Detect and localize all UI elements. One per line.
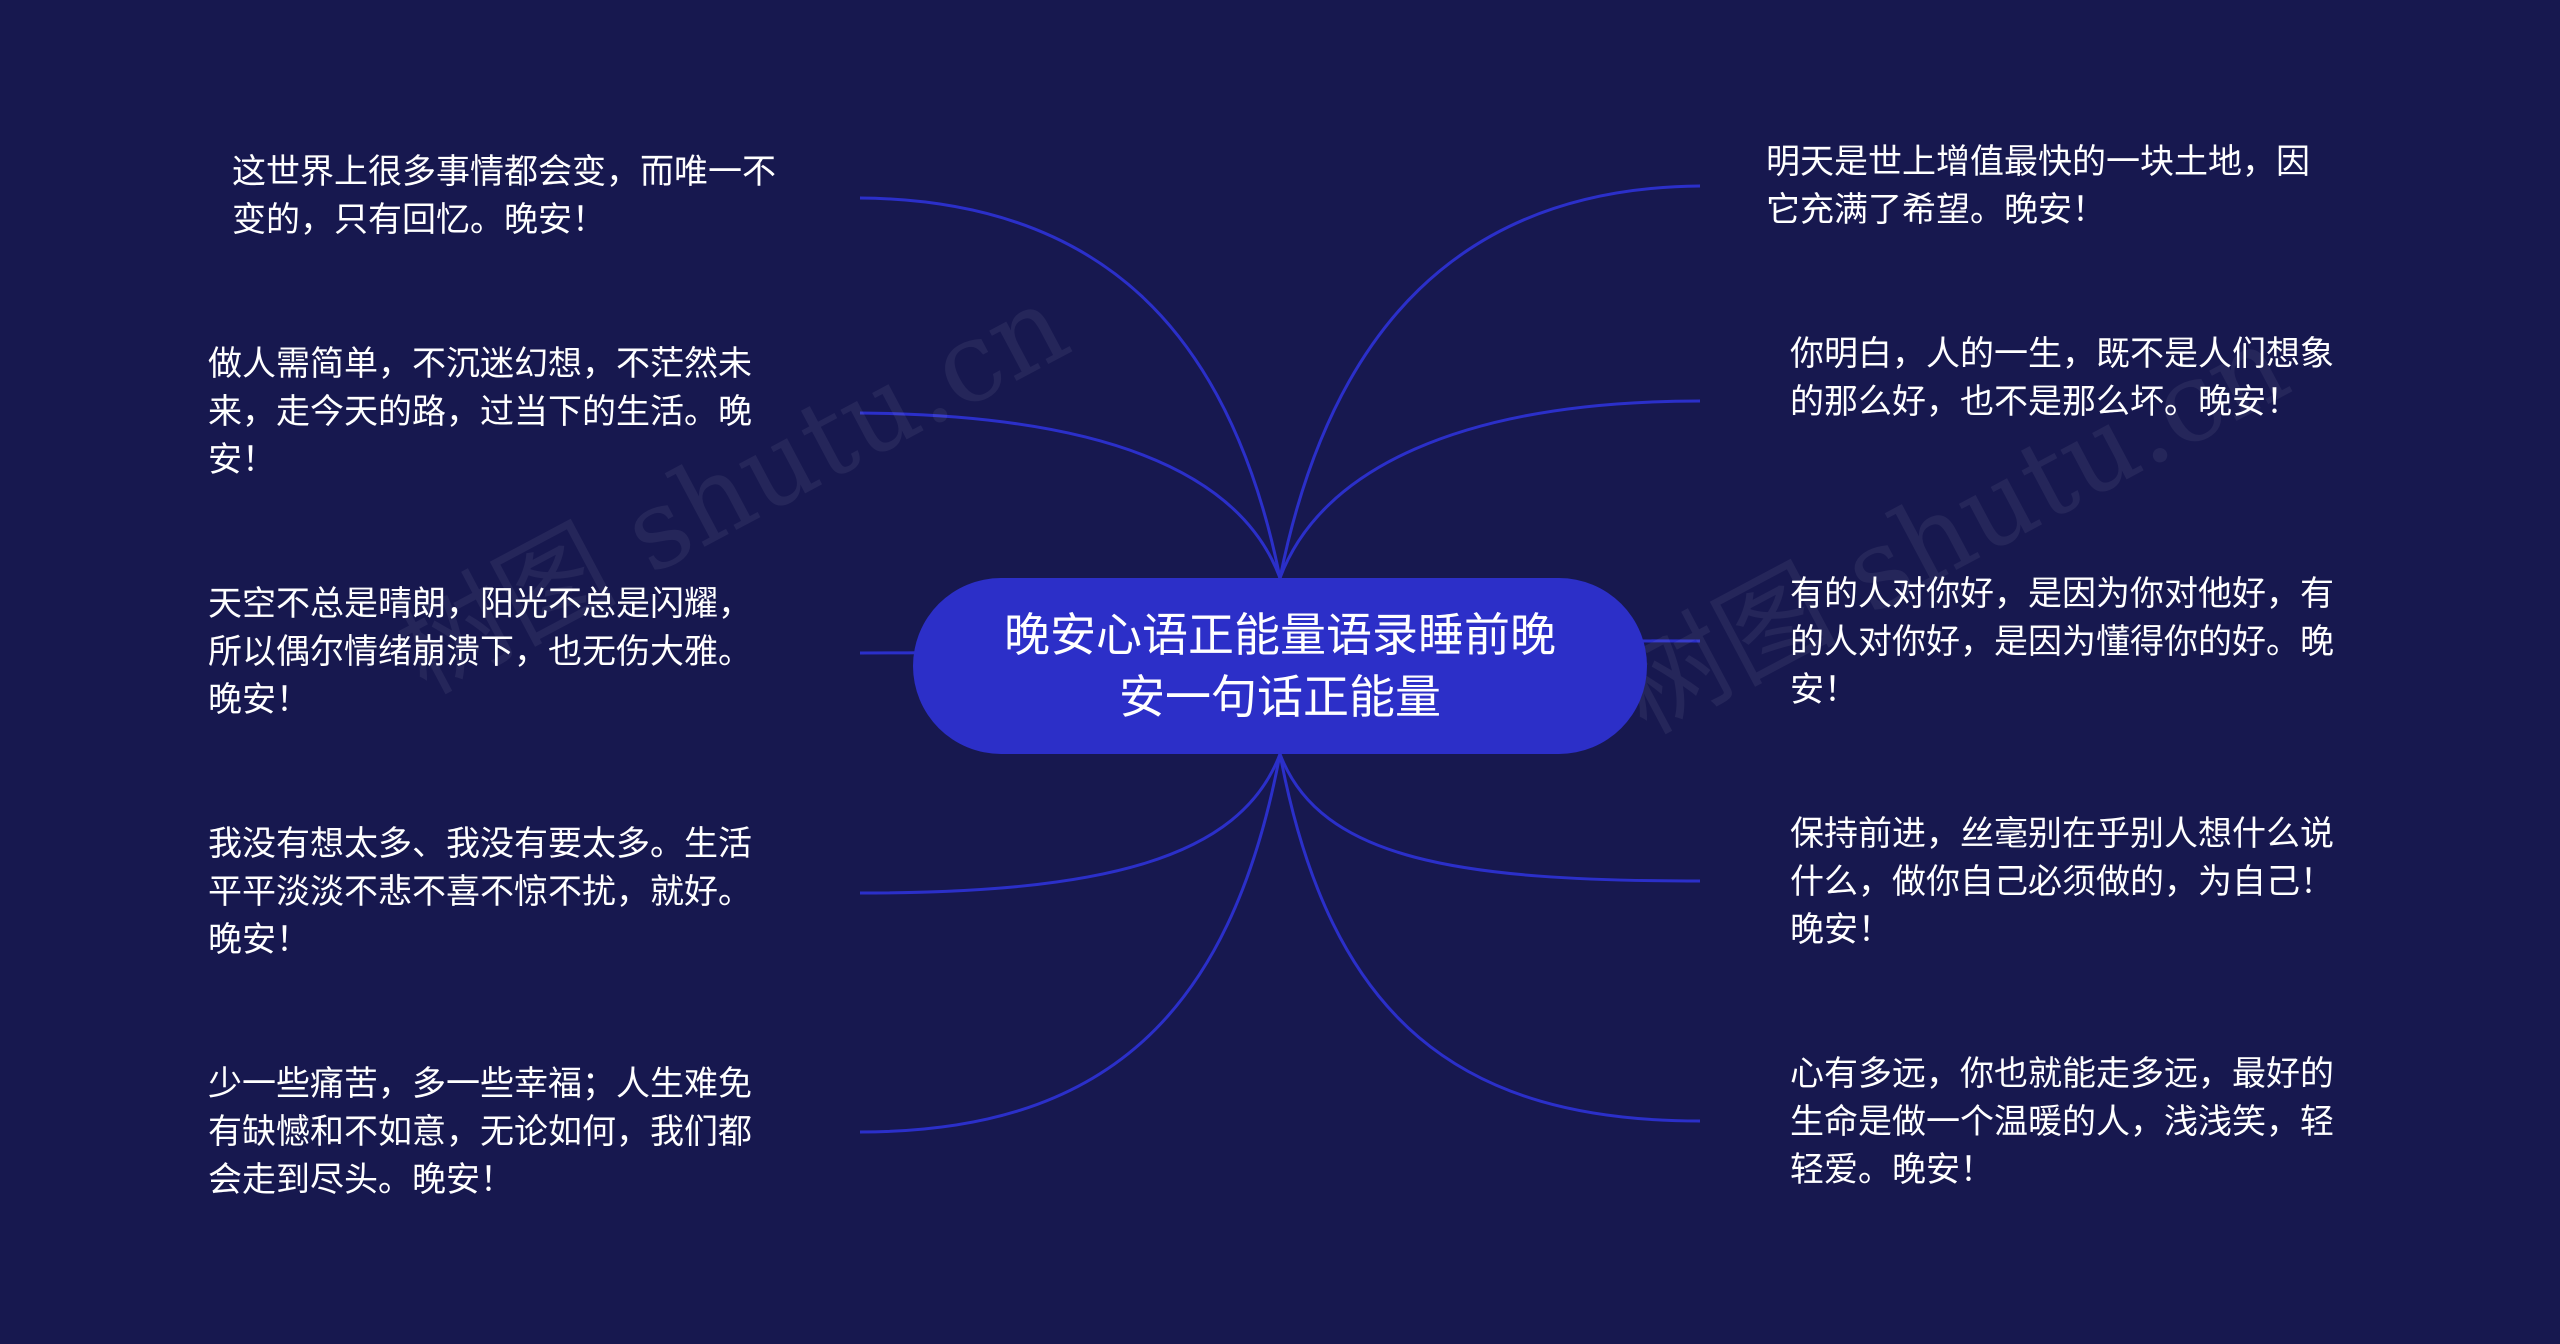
connector-right-1: [1278, 184, 1701, 579]
branch-left-2[interactable]: 做人需简单，不沉迷幻想，不茫然未来，走今天的路，过当下的生活。晚安！: [208, 344, 752, 480]
connector-right-2: [1278, 399, 1701, 579]
branch-left-3[interactable]: 天空不总是晴朗，阳光不总是闪耀，所以偶尔情绪崩溃下，也无伤大雅。晚安！: [208, 584, 752, 720]
central-topic-node[interactable]: 晚安心语正能量语录睡前晚安一句话正能量: [913, 578, 1647, 754]
connector-left-4: [859, 753, 1282, 895]
branch-right-4[interactable]: 保持前进，丝毫别在乎别人想什么说什么，做你自己必须做的，为自己！晚安！: [1790, 814, 2334, 950]
connector-right-4: [1278, 753, 1701, 883]
central-topic-title: 晚安心语正能量语录睡前晚安一句话正能量: [1004, 608, 1556, 724]
connector-left-5: [859, 753, 1282, 1134]
connector-right-5: [1278, 753, 1701, 1123]
branch-right-3[interactable]: 有的人对你好，是因为你对他好，有的人对你好，是因为懂得你的好。晚安！: [1790, 574, 2334, 710]
branch-left-4[interactable]: 我没有想太多、我没有要太多。生活平平淡淡不悲不喜不惊不扰，就好。晚安！: [208, 824, 752, 960]
branch-left-1[interactable]: 这世界上很多事情都会变，而唯一不变的，只有回忆。晚安！: [232, 152, 776, 240]
connector-left-2: [859, 411, 1282, 579]
branch-right-5[interactable]: 心有多远，你也就能走多远，最好的生命是做一个温暖的人，浅浅笑，轻轻爱。晚安！: [1790, 1054, 2334, 1190]
branch-right-2[interactable]: 你明白，人的一生，既不是人们想象的那么好，也不是那么坏。晚安！: [1790, 334, 2334, 422]
connector-left-1: [859, 196, 1282, 579]
branch-left-5[interactable]: 少一些痛苦，多一些幸福；人生难免有缺憾和不如意，无论如何，我们都会走到尽头。晚安…: [208, 1064, 752, 1200]
branch-right-1[interactable]: 明天是世上增值最快的一块土地，因它充满了希望。晚安！: [1766, 142, 2310, 230]
